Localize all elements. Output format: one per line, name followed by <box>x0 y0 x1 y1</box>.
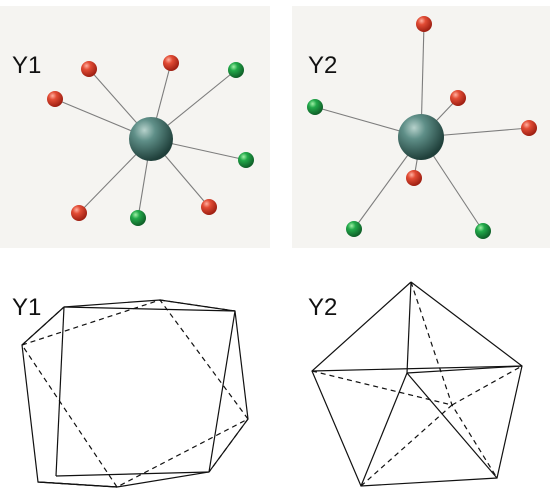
solid-edge <box>406 365 523 374</box>
red-atom <box>71 205 87 221</box>
top-left-label: Y1 <box>12 52 41 79</box>
dashed-edge <box>21 306 65 346</box>
bottom-right-polyhedron: Y2 <box>308 281 523 487</box>
bottom-right-label: Y2 <box>308 294 337 321</box>
green-atom <box>228 62 244 78</box>
solid-edge <box>208 310 236 473</box>
top-left-molecule: Y1 <box>0 6 270 248</box>
red-atom <box>521 120 537 136</box>
solid-edge <box>360 372 408 487</box>
bottom-left-polyhedron: Y1 <box>12 294 249 488</box>
green-atom <box>346 221 362 237</box>
red-atom <box>450 90 466 106</box>
green-atom <box>238 152 254 168</box>
dashed-edge <box>360 404 453 487</box>
dashed-edge <box>37 481 118 488</box>
green-atom <box>475 223 491 239</box>
bottom-left-label: Y1 <box>12 294 41 321</box>
solid-edge <box>406 281 412 374</box>
outer-solid-outline <box>21 299 249 488</box>
solid-edge <box>55 306 65 477</box>
dashed-edge <box>159 299 236 312</box>
y2-dashed-edges <box>311 281 523 487</box>
y1-solid-edges <box>21 299 249 488</box>
outer-pentagon <box>311 281 523 487</box>
y1-dashed-edges <box>21 299 249 488</box>
central-atom <box>398 114 444 160</box>
red-atom <box>81 61 97 77</box>
top-right-label: Y2 <box>308 52 337 79</box>
solid-edge <box>311 365 523 372</box>
red-atom <box>416 16 432 32</box>
red-atom <box>47 91 63 107</box>
red-atom <box>406 170 422 186</box>
y2-solid-edges <box>311 281 523 487</box>
solid-edge <box>406 372 498 479</box>
solid-edge <box>55 471 210 477</box>
top-left-atoms <box>47 55 254 226</box>
central-atom <box>129 117 173 161</box>
top-right-molecule: Y2 <box>292 6 550 248</box>
red-atom <box>163 55 179 71</box>
green-atom <box>307 99 323 115</box>
red-atom <box>201 199 217 215</box>
top-right-atoms <box>307 16 537 239</box>
green-atom <box>130 210 146 226</box>
inner-dashed-square <box>21 299 249 488</box>
dashed-edge <box>410 281 498 479</box>
solid-edge <box>63 306 236 312</box>
dashed-edge <box>208 418 249 473</box>
